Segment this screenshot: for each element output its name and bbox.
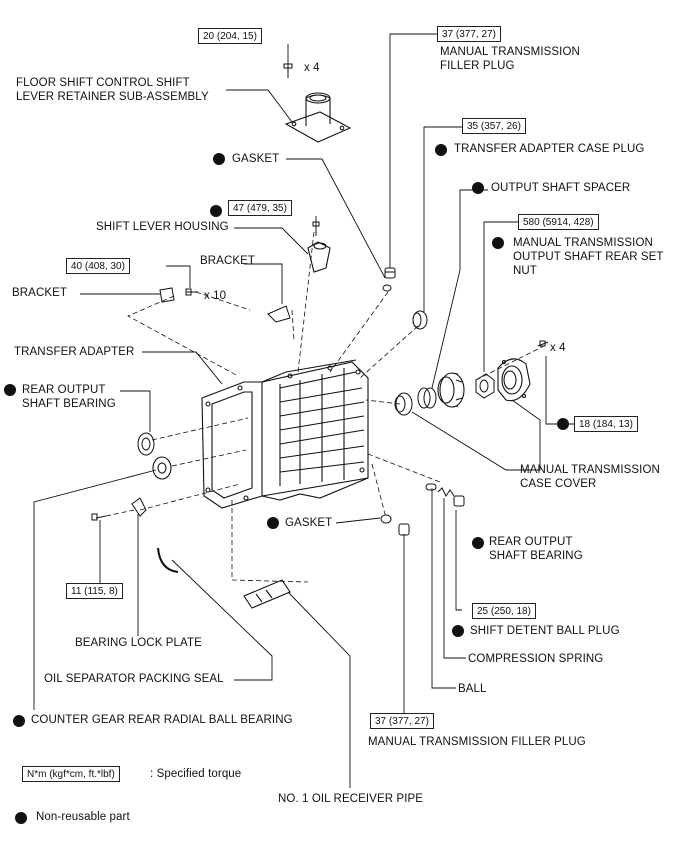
- oil-receiver-pipe: [243, 579, 291, 609]
- torque-box-bracket: 40 (408, 30): [66, 258, 130, 274]
- shift-lever-housing: [307, 241, 331, 273]
- detent-parts: [425, 483, 465, 507]
- label-transfer-adapter: TRANSFER ADAPTER: [14, 346, 135, 358]
- filler-plug-bottom: [398, 523, 410, 536]
- bracket-left: [159, 287, 175, 303]
- gasket-top: [382, 284, 392, 292]
- bearing-lock-plate: [131, 497, 147, 517]
- non-reusable-dot: [435, 144, 447, 156]
- torque-box-retainer: 20 (204, 15): [198, 28, 262, 44]
- label-gasket-bottom: GASKET: [285, 517, 333, 529]
- label-detent-plug: SHIFT DETENT BALL PLUG: [470, 625, 620, 637]
- floor-shift-retainer: [284, 92, 352, 143]
- counter-gear-bearing: [152, 456, 172, 480]
- non-reusable-dot: [472, 537, 484, 549]
- cover-bolt: [537, 340, 549, 347]
- shift-lever-bolt: [312, 221, 320, 236]
- legend-non-reusable-text: Non-reusable part: [36, 811, 130, 823]
- label-case-cover-1: MANUAL TRANSMISSION: [520, 464, 660, 476]
- label-rear-output-left-2: SHAFT BEARING: [22, 398, 116, 410]
- bracket-bolt: [185, 288, 198, 296]
- legend-torque-unit-box: N*m (kgf*cm, ft.*lbf): [22, 766, 120, 782]
- torque-box-detent-plug: 25 (250, 18): [472, 603, 536, 619]
- non-reusable-dot: [210, 205, 222, 217]
- non-reusable-dot: [492, 237, 504, 249]
- qty-retainer: x 4: [304, 62, 320, 74]
- label-compression-spring: COMPRESSION SPRING: [468, 653, 604, 665]
- torque-box-rear-set-nut: 580 (5914, 428): [518, 214, 599, 230]
- label-case-cover-2: CASE COVER: [520, 478, 597, 490]
- qty-cover: x 4: [550, 342, 566, 354]
- non-reusable-dot: [4, 384, 16, 396]
- transfer-case-plug: [412, 310, 428, 330]
- label-rear-set-nut-1: MANUAL TRANSMISSION: [513, 237, 653, 249]
- output-shaft-rear-gear: [437, 372, 465, 408]
- rear-output-bearing-left: [137, 432, 155, 456]
- lock-plate-bolt: [91, 513, 107, 521]
- torque-box-cover: 18 (184, 13): [574, 416, 638, 432]
- label-rear-set-nut-3: NUT: [513, 265, 537, 277]
- label-rear-output-right-1: REAR OUTPUT: [489, 536, 573, 548]
- label-bracket-upper: BRACKET: [200, 255, 256, 267]
- non-reusable-dot: [557, 418, 569, 430]
- case-cover: [497, 358, 531, 402]
- non-reusable-dot: [452, 625, 464, 637]
- label-transfer-case-plug: TRANSFER ADAPTER CASE PLUG: [454, 143, 645, 155]
- rear-output-bearing-right: [394, 392, 413, 416]
- label-rear-output-left-1: REAR OUTPUT: [22, 384, 106, 396]
- label-oil-receiver-pipe: NO. 1 OIL RECEIVER PIPE: [278, 793, 424, 805]
- label-oil-separator: OIL SEPARATOR PACKING SEAL: [44, 673, 224, 685]
- label-ball: BALL: [458, 683, 487, 695]
- filler-plug-top: [384, 267, 396, 279]
- torque-box-filler-plug-top: 37 (377, 27): [437, 26, 501, 42]
- torque-box-shift-lever: 47 (479, 35): [228, 200, 292, 216]
- gasket-bottom: [380, 514, 392, 524]
- label-rear-set-nut-2: OUTPUT SHAFT REAR SET: [513, 251, 664, 263]
- bracket-upper: [267, 305, 291, 323]
- legend-non-reusable-dot: [15, 812, 27, 824]
- torque-box-filler-plug-bottom: 37 (377, 27): [370, 713, 434, 729]
- non-reusable-dot: [13, 715, 25, 727]
- non-reusable-dot: [472, 182, 484, 194]
- output-shaft-spacer: [417, 387, 437, 409]
- label-floor-shift-1: FLOOR SHIFT CONTROL SHIFT: [16, 77, 190, 89]
- label-shift-lever-housing: SHIFT LEVER HOUSING: [96, 221, 229, 233]
- qty-bracket: x 10: [204, 290, 227, 302]
- oil-separator-seal: [157, 547, 179, 573]
- retainer-bolt: [283, 63, 293, 78]
- torque-box-lock-plate: 11 (115, 8): [66, 583, 123, 599]
- label-bracket-left: BRACKET: [12, 287, 68, 299]
- label-filler-plug-bottom: MANUAL TRANSMISSION FILLER PLUG: [368, 736, 586, 748]
- legend-torque-desc: : Specified torque: [150, 768, 242, 780]
- rear-set-nut: [475, 373, 495, 399]
- torque-box-case-plug: 35 (357, 26): [462, 118, 526, 134]
- non-reusable-dot: [213, 153, 225, 165]
- transmission-case: [201, 359, 369, 509]
- label-filler-plug-top-2: FILLER PLUG: [440, 60, 515, 72]
- label-filler-plug-top-1: MANUAL TRANSMISSION: [440, 46, 580, 58]
- label-counter-gear-bearing: COUNTER GEAR REAR RADIAL BALL BEARING: [31, 714, 293, 726]
- label-gasket-top: GASKET: [232, 153, 280, 165]
- label-bearing-lock-plate: BEARING LOCK PLATE: [75, 637, 202, 649]
- label-floor-shift-2: LEVER RETAINER SUB-ASSEMBLY: [16, 91, 209, 103]
- label-rear-output-right-2: SHAFT BEARING: [489, 550, 583, 562]
- label-output-shaft-spacer: OUTPUT SHAFT SPACER: [491, 182, 631, 194]
- non-reusable-dot: [267, 517, 279, 529]
